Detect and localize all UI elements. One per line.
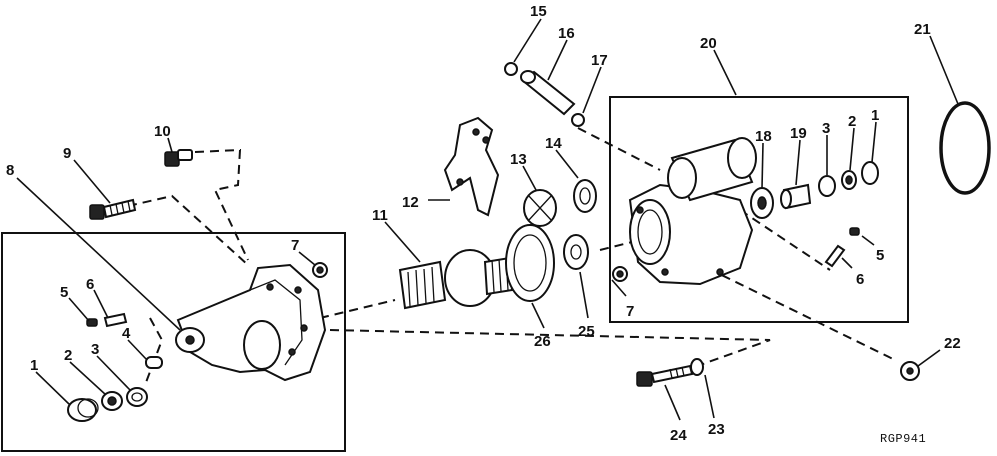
left-housing-casting [175,263,327,382]
callout-25: 25 [578,323,595,340]
left-detail-box [1,232,346,452]
callout-13: 13 [510,151,527,168]
part-19-sleeve [780,183,812,210]
callout-7-right: 7 [626,303,634,320]
part-15-o-ring [504,62,518,76]
callout-19: 19 [790,125,807,142]
callout-6-right: 6 [856,271,864,288]
part-2-nut-left [101,391,123,411]
callout-9: 9 [63,145,71,162]
callout-10: 10 [154,123,171,140]
part-21-large-o-ring [939,101,991,195]
part-16-pin [520,70,576,116]
part-5-spring-left [86,318,98,327]
callout-14: 14 [545,135,562,152]
part-23-lock-washer [690,358,704,376]
callout-26: 26 [534,333,551,350]
callout-22: 22 [944,335,961,352]
part-17-o-ring [571,113,585,127]
part-5-spring-right [849,227,860,236]
part-3-ring-left [126,387,148,407]
callout-leader-lines [16,18,959,421]
part-13-gear [523,189,557,227]
callout-labels: 8 9 10 11 12 13 14 15 16 17 20 18 19 3 2… [6,3,961,444]
part-12-shift-lever [443,116,500,217]
part-7-plug-left [312,262,328,278]
part-1-cap-right [861,161,879,185]
callout-6-left: 6 [86,276,94,293]
part-6-dowel-left [103,312,128,328]
callout-11: 11 [372,207,388,224]
part-26-gasket [505,224,555,302]
callout-1-right: 1 [871,107,879,124]
figure-code: RGP941 [880,432,926,446]
part-24-bolt [636,364,694,387]
callout-5-right: 5 [876,247,884,264]
callout-1-left: 1 [30,357,38,374]
callout-17: 17 [591,52,608,69]
callout-4: 4 [122,325,131,342]
part-2-nut-right [841,170,857,190]
part-10-cap-screw [164,149,193,167]
right-detail-box [609,96,909,323]
part-9-threaded-bolt [89,198,137,220]
callout-5-left: 5 [60,284,68,301]
part-6-dowel-right [824,244,846,268]
callout-3-left: 3 [91,341,99,358]
callout-12: 12 [402,194,419,211]
callout-2-left: 2 [64,347,72,364]
callout-7-left: 7 [291,237,299,254]
part-14-washer [573,179,597,213]
callout-8: 8 [6,162,14,179]
part-1-cap-left [67,398,99,422]
part-22-clip [900,361,920,381]
part-18-bearing [750,187,774,219]
part-20-right-housing [628,137,757,286]
part-7-plug-right [612,266,628,282]
callout-20: 20 [700,35,717,52]
callout-3-right: 3 [822,120,830,137]
callout-16: 16 [558,25,575,42]
callout-15: 15 [530,3,547,20]
callout-18: 18 [755,128,772,145]
callout-2-right: 2 [848,113,856,130]
callout-21: 21 [914,21,931,38]
part-3-ring-right [818,175,836,197]
callout-24: 24 [670,427,687,444]
callout-23: 23 [708,421,725,438]
part-25-washer [563,234,589,270]
part-4-pin [145,356,163,369]
